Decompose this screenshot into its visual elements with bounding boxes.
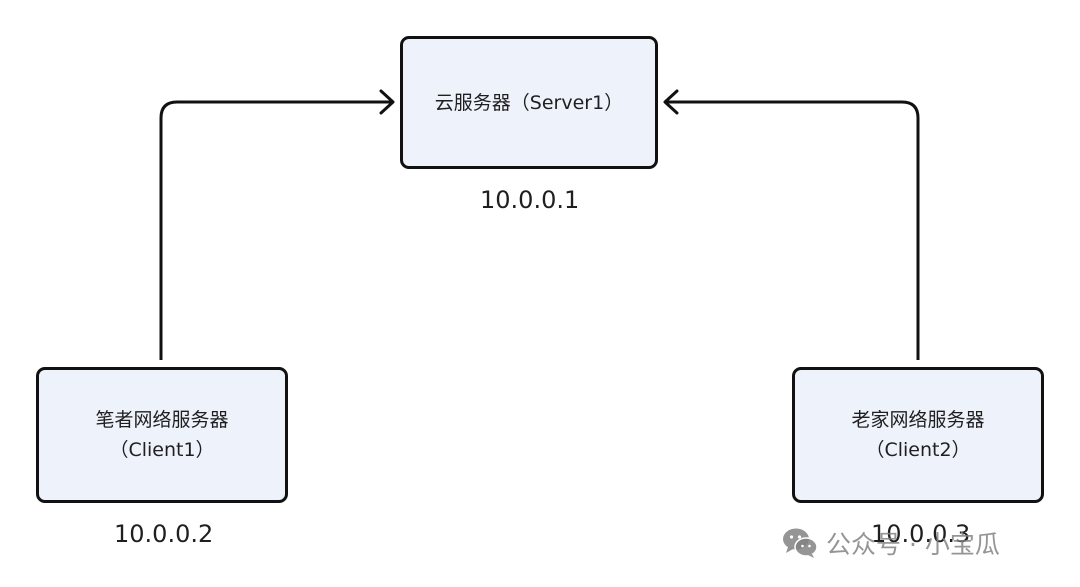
watermark-text: 公众号 · 小宝瓜 [826, 530, 1000, 559]
client2-node-label: 老家网络服务器 [851, 409, 985, 431]
arrowhead-client1-to-server [379, 89, 395, 115]
wechat-icon [783, 528, 818, 558]
arrowhead-client2-to-server [663, 89, 679, 115]
watermark: 公众号 · 小宝瓜 [782, 523, 1000, 563]
edge-client2-to-server [666, 100, 920, 360]
client1-ip-label: 10.0.0.2 [114, 520, 214, 548]
client2-node-sublabel: （Client2） [865, 439, 971, 461]
client2-ip-label: 10.0.0.3 [871, 520, 971, 548]
client1-node-sublabel: （Client1） [109, 439, 215, 461]
server-node-label: 云服务器（Server1） [434, 91, 624, 114]
client1-node: 笔者网络服务器 （Client1） [36, 367, 288, 503]
server-node: 云服务器（Server1） [400, 36, 658, 169]
server-ip-label: 10.0.0.1 [480, 186, 580, 214]
client2-node: 老家网络服务器 （Client2） [792, 367, 1044, 503]
edge-client1-to-server [159, 100, 392, 360]
client1-node-label: 笔者网络服务器 [95, 409, 229, 431]
